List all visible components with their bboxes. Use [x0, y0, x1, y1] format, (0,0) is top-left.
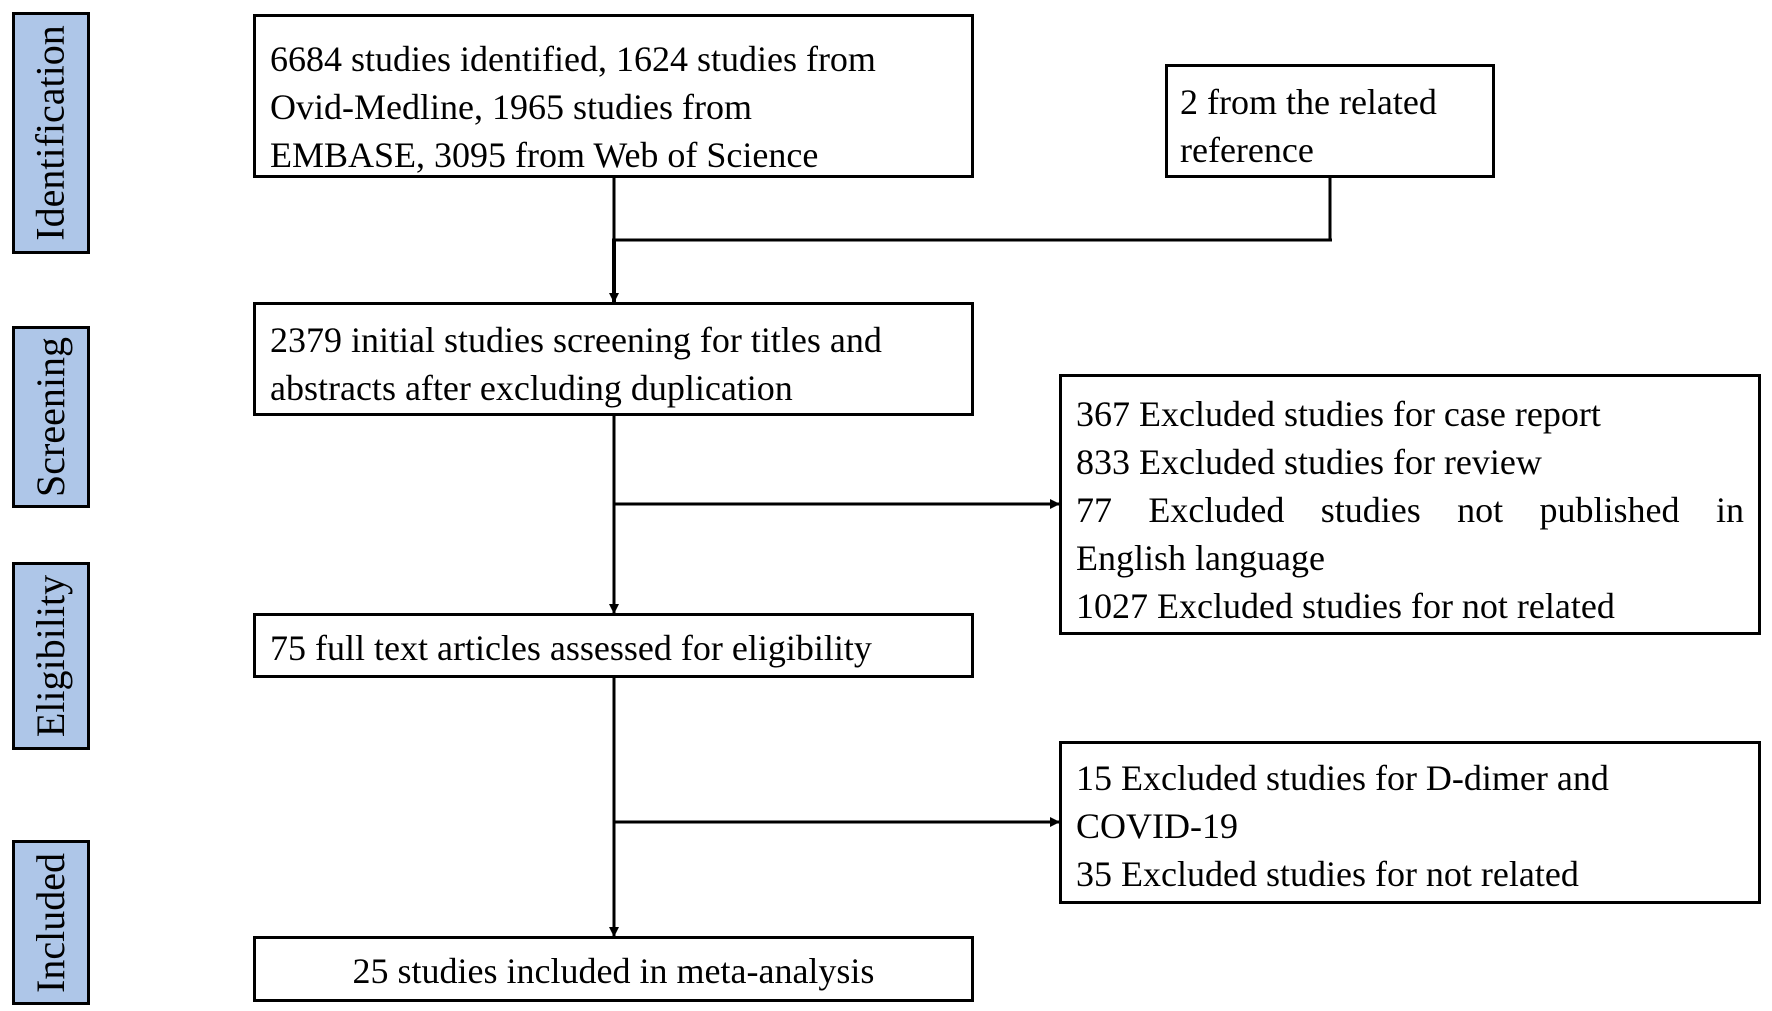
stage-label-screening: Screening: [12, 326, 90, 508]
excluded-screening-line-5: 1027 Excluded studies for not related: [1076, 586, 1615, 626]
excluded-screening-line-2: 833 Excluded studies for review: [1076, 442, 1542, 482]
stage-label-identification-text: Identification: [28, 25, 73, 241]
stage-label-eligibility-text: Eligibility: [28, 574, 74, 738]
box-included-studies: 25 studies included in meta-analysis: [253, 936, 974, 1002]
reference-line-1: 2 from the related: [1180, 82, 1437, 122]
box-identified-studies: 6684 studies identified, 1624 studies fr…: [253, 14, 974, 178]
stage-label-identification: Identification: [12, 12, 90, 254]
identified-line-3: EMBASE, 3095 from Web of Science: [270, 135, 819, 175]
screening-line-2: abstracts after excluding duplication: [270, 368, 793, 408]
excluded-screening-word-2: Excluded: [1148, 490, 1285, 530]
excluded-screening-word-4: not: [1457, 490, 1504, 530]
eligibility-text: 75 full text articles assessed for eligi…: [270, 628, 872, 668]
excluded-screening-line-4: English language: [1076, 538, 1325, 578]
screening-line-1: 2379 initial studies screening for title…: [270, 320, 882, 360]
box-related-reference: 2 from the related reference: [1165, 64, 1495, 178]
stage-label-eligibility: Eligibility: [12, 562, 90, 750]
excluded-screening-word-6: in: [1715, 490, 1744, 530]
excluded-screening-line-3: 77 Excluded studies not published in: [1076, 486, 1744, 534]
excluded-screening-word-1: 77: [1076, 490, 1112, 530]
excluded-screening-word-5: published: [1539, 490, 1680, 530]
reference-line-2: reference: [1180, 130, 1314, 170]
box-excluded-screening: 367 Excluded studies for case report 833…: [1059, 374, 1761, 635]
box-excluded-eligibility: 15 Excluded studies for D-dimer and COVI…: [1059, 741, 1761, 904]
excluded-eligibility-line-2: COVID-19: [1076, 806, 1238, 846]
identified-line-1: 6684 studies identified, 1624 studies fr…: [270, 39, 876, 79]
box-full-text-eligibility: 75 full text articles assessed for eligi…: [253, 613, 974, 678]
stage-label-included-text: Included: [28, 852, 74, 993]
identified-line-2: Ovid-Medline, 1965 studies from: [270, 87, 752, 127]
included-text: 25 studies included in meta-analysis: [352, 951, 875, 991]
excluded-eligibility-line-1: 15 Excluded studies for D-dimer and: [1076, 758, 1609, 798]
box-initial-screening: 2379 initial studies screening for title…: [253, 302, 974, 416]
excluded-eligibility-line-3: 35 Excluded studies for not related: [1076, 854, 1579, 894]
stage-label-screening-text: Screening: [28, 337, 74, 497]
stage-label-included: Included: [12, 840, 90, 1005]
excluded-screening-line-1: 367 Excluded studies for case report: [1076, 394, 1601, 434]
excluded-screening-word-3: studies: [1320, 490, 1421, 530]
